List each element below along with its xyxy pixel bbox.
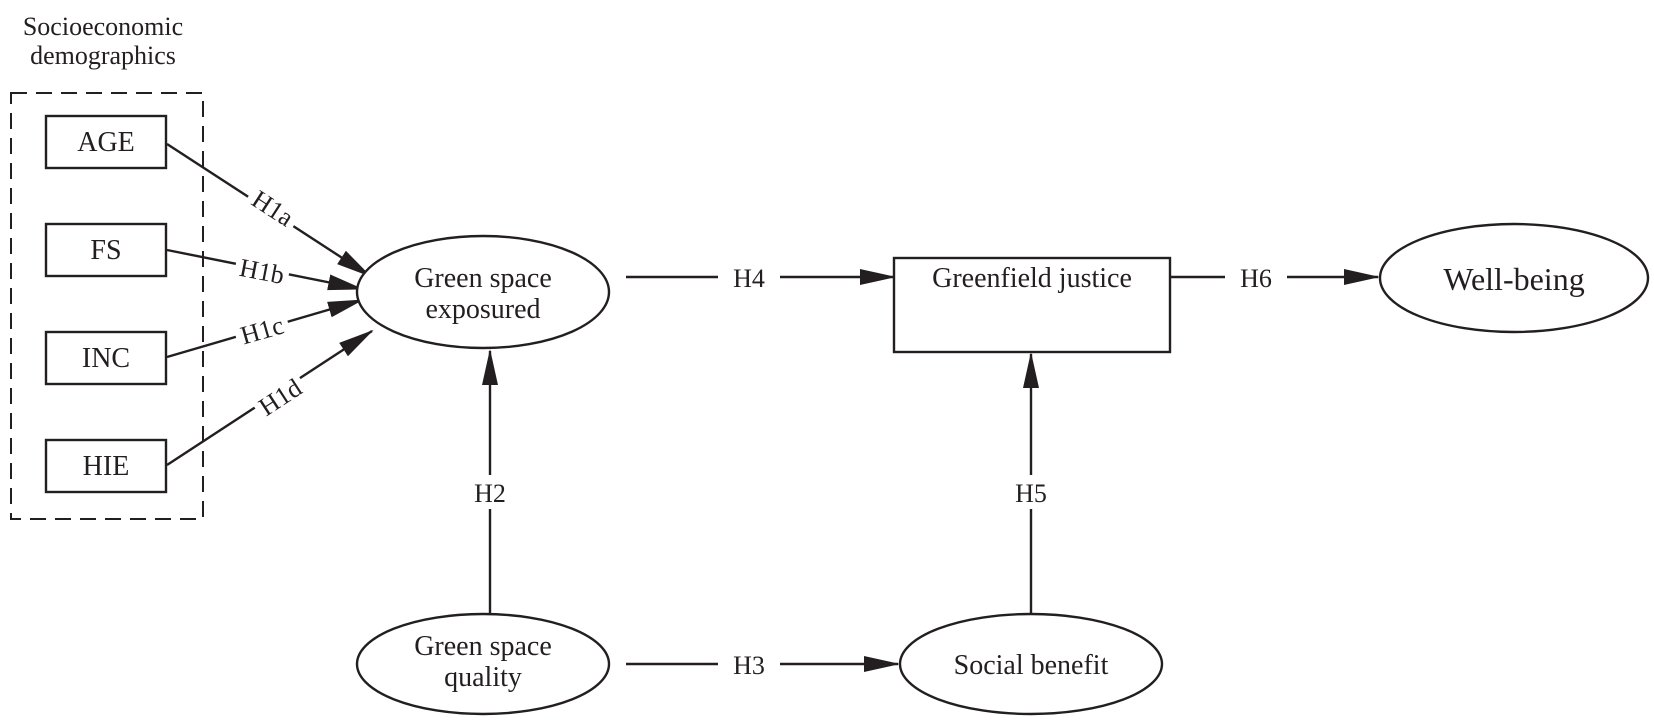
edge-label-h1b-group: H1b [232, 249, 292, 291]
edge-label-h2-mask [466, 475, 514, 509]
node-quality-label-line1: Green space [414, 631, 552, 662]
node-exposure-label-line2: exposured [425, 294, 540, 325]
node-social-label: Social benefit [954, 650, 1109, 681]
node-justice-label: Greenfield justice [932, 263, 1132, 294]
edge-label-h5: H5 [1015, 479, 1047, 508]
node-inc: INC [44, 330, 168, 386]
edge-label-h3: H3 [733, 651, 765, 680]
node-green-space-exposured: Green space exposured [355, 234, 611, 350]
edge-label-h1c: H1c [237, 311, 287, 351]
node-fs: FS [44, 222, 168, 278]
node-fs-label: FS [90, 235, 121, 266]
edge-label-h6-mask [1225, 261, 1287, 293]
node-hie-label: HIE [83, 451, 130, 482]
node-age-label: AGE [77, 127, 135, 158]
node-green-space-quality: Green space quality [355, 612, 611, 716]
edge-label-h3-mask [718, 648, 780, 680]
edge-label-h4-mask [718, 261, 780, 293]
node-quality-label-line2: quality [444, 662, 522, 693]
node-well-being: Well-being [1378, 222, 1650, 334]
edge-label-h5-mask [1007, 475, 1055, 509]
edge-label-h2: H2 [474, 479, 506, 508]
edge-label-h1c-group: H1c [231, 306, 293, 352]
node-wellbeing-label: Well-being [1443, 261, 1584, 297]
node-hie: HIE [44, 438, 168, 494]
node-exposure-label-line1: Green space [414, 263, 552, 294]
group-title-line1: Socioeconomic [23, 12, 183, 41]
node-greenfield-justice: Greenfield justice [892, 256, 1172, 354]
node-age: AGE [44, 114, 168, 170]
node-inc-label: INC [82, 343, 130, 374]
node-social-benefit: Social benefit [898, 612, 1164, 716]
group-title-line2: demographics [30, 41, 176, 70]
socioeconomic-group-box [10, 92, 204, 520]
edge-label-h4: H4 [733, 264, 765, 293]
edge-label-h6: H6 [1240, 264, 1272, 293]
